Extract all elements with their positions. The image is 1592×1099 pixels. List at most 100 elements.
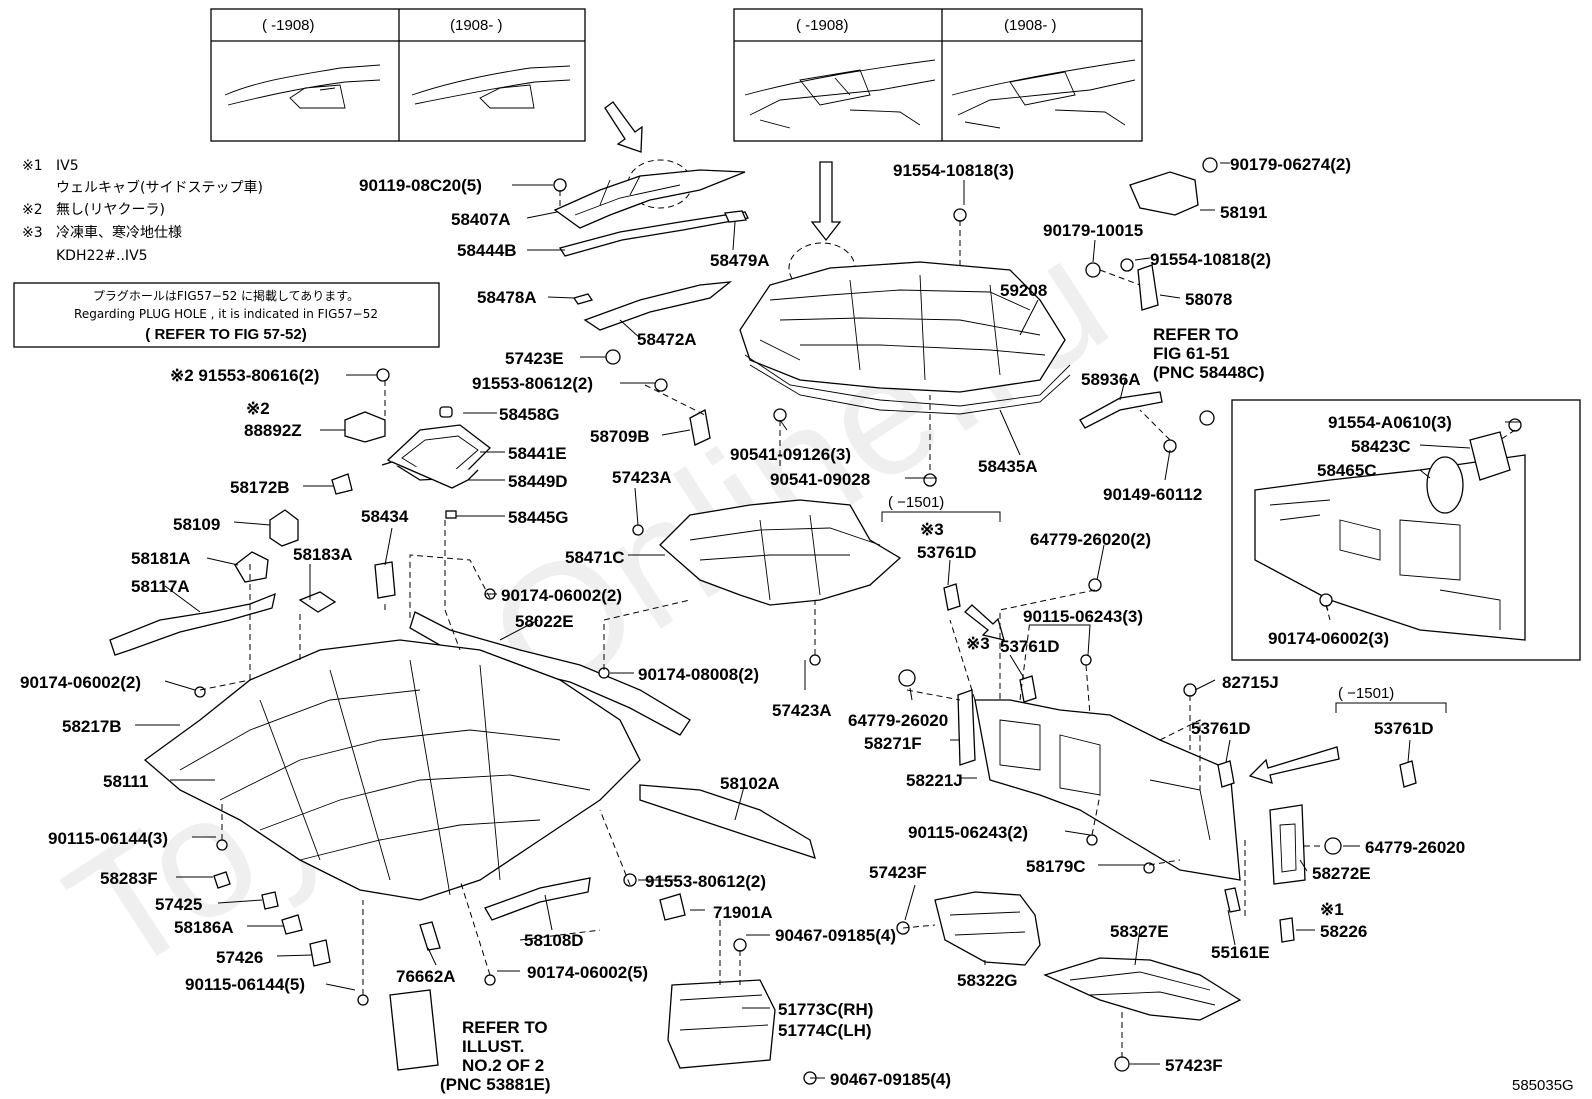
callout-58327E: 58327E bbox=[1110, 922, 1169, 941]
callout-58445G: 58445G bbox=[508, 508, 569, 527]
callout-58472A: 58472A bbox=[637, 330, 697, 349]
callout-57426: 57426 bbox=[216, 948, 263, 967]
part-58445G bbox=[445, 510, 457, 519]
part-59208 bbox=[739, 261, 1066, 393]
callout-90115-06243-b: 90115-06243(2) bbox=[908, 823, 1028, 842]
part-57425 bbox=[261, 891, 279, 910]
callout-82715J: 82715J bbox=[1222, 673, 1279, 692]
refer-illust-line1: REFER TO bbox=[462, 1018, 548, 1037]
inset-floor-pan: ( -1908) (1908- ) bbox=[733, 8, 1143, 142]
part-58449D bbox=[381, 461, 479, 489]
part-58441E bbox=[386, 424, 491, 481]
part-58322G bbox=[934, 891, 1041, 966]
part-57423E bbox=[605, 349, 621, 365]
callout-58465C: 58465C bbox=[1317, 461, 1377, 480]
callout-76662A: 76662A bbox=[396, 967, 456, 986]
refer-illust-line2: ILLUST. bbox=[462, 1037, 524, 1056]
callout-58111: 58111 bbox=[103, 772, 148, 791]
inset2-right-range: (1908- ) bbox=[1004, 17, 1057, 34]
callout-51773C: 51773C(RH) bbox=[778, 1000, 873, 1019]
callout-51774C: 51774C(LH) bbox=[778, 1021, 872, 1040]
callout-58191: 58191 bbox=[1220, 203, 1267, 222]
plug-note-jp: プラグホールはFIG57−52 に掲載してあります。 bbox=[93, 288, 359, 303]
callout-90115-06144-b: 90115-06144(5) bbox=[185, 975, 305, 994]
part-53761D-b bbox=[1019, 675, 1037, 703]
callout-58179C: 58179C bbox=[1026, 857, 1086, 876]
callout-55161E: 55161E bbox=[1211, 943, 1270, 962]
callout-90541-09126: 90541-09126(3) bbox=[730, 445, 851, 464]
part-58272E bbox=[1269, 804, 1306, 885]
refer-fig61-line1: REFER TO bbox=[1153, 325, 1239, 344]
inset-rear-panel bbox=[1231, 399, 1581, 661]
part-58458G bbox=[439, 406, 453, 418]
part-53761D-a bbox=[943, 583, 961, 611]
refer-fig61-line2: FIG 61-51 bbox=[1153, 344, 1230, 363]
refer-fig61-line3: (PNC 58448C) bbox=[1153, 363, 1265, 382]
part-rear-panel bbox=[1254, 454, 1526, 641]
refer-illust2: REFER TO ILLUST. NO.2 OF 2 (PNC 53881E) bbox=[440, 1018, 551, 1094]
callout-57423E: 57423E bbox=[505, 349, 564, 368]
callout-58458G: 58458G bbox=[499, 405, 560, 424]
inset1-right-range: (1908- ) bbox=[450, 17, 503, 34]
callout-58117A: 58117A bbox=[131, 577, 190, 596]
note3-sub: KDH22#..IV5 bbox=[56, 248, 148, 264]
callout-71901A: 71901A bbox=[713, 903, 773, 922]
note3-text: 冷凍車、寒冷地仕様 bbox=[56, 224, 182, 241]
part-ref-plate bbox=[389, 989, 439, 1071]
callout-90149-60112: 90149-60112 bbox=[1103, 485, 1202, 504]
plug-hole-note: プラグホールはFIG57−52 に掲載してあります。 Regarding PLU… bbox=[13, 282, 440, 348]
part-58111 bbox=[143, 639, 641, 901]
callout-91554-10818-b: 91554-10818(2) bbox=[1150, 250, 1271, 269]
callout-58109: 58109 bbox=[173, 515, 220, 534]
callout-58441E: 58441E bbox=[508, 444, 567, 463]
callout-64779-26020-a: 64779-26020 bbox=[848, 711, 948, 730]
refer-fig61: REFER TO FIG 61-51 (PNC 58448C) bbox=[1153, 325, 1265, 382]
callout-91553-80612-a: 91553-80612(2) bbox=[472, 374, 593, 393]
date-range-2: ( −1501) bbox=[1338, 685, 1394, 702]
callout-91553-80616: ※2 91553-80616(2) bbox=[170, 366, 319, 385]
part-58444B bbox=[558, 211, 749, 257]
callout-58226-mark: ※1 bbox=[1320, 900, 1344, 919]
inset1-left-range: ( -1908) bbox=[262, 17, 315, 34]
note2-mark: ※2 bbox=[22, 202, 43, 218]
callout-57423F-1: 57423F bbox=[869, 863, 927, 882]
callout-90115-06243-a: 90115-06243(3) bbox=[1023, 607, 1143, 626]
leader-lines bbox=[135, 162, 1520, 1079]
callout-53761D-2: 53761D bbox=[1000, 637, 1060, 656]
assembly-lines bbox=[199, 190, 1516, 1058]
part-58186A bbox=[281, 914, 303, 935]
part-58407A bbox=[553, 169, 746, 229]
callout-58186A: 58186A bbox=[174, 918, 234, 937]
refer-illust-line4: (PNC 53881E) bbox=[440, 1075, 551, 1094]
callout-90541-09028: 90541-09028 bbox=[770, 470, 870, 489]
note1-mark: ※1 bbox=[22, 158, 43, 174]
note1-text: IV5 bbox=[56, 158, 79, 174]
plug-note-ref: ( REFER TO FIG 57-52) bbox=[145, 326, 306, 343]
part-58434 bbox=[374, 561, 396, 599]
part-53761D-c bbox=[1217, 760, 1235, 788]
callout-53761D-3: 53761D bbox=[1191, 719, 1251, 738]
part-58109 bbox=[269, 509, 299, 547]
callout-58283F: 58283F bbox=[100, 869, 158, 888]
callout-53761D-1: 53761D bbox=[917, 543, 977, 562]
fasteners bbox=[194, 157, 1522, 1085]
inset2-left-range: ( -1908) bbox=[796, 17, 849, 34]
note1-sub: ウェルキャブ(サイドステップ車) bbox=[56, 179, 263, 196]
callout-90174-06002-a: 90174-06002(2) bbox=[501, 586, 622, 605]
part-58327E bbox=[1043, 957, 1242, 1021]
callout-57423A-2: 57423A bbox=[772, 701, 832, 720]
date-range-1: ( −1501) bbox=[888, 494, 944, 511]
callout-58271F: 58271F bbox=[864, 734, 922, 753]
callout-90115-06144-a: 90115-06144(3) bbox=[48, 829, 168, 848]
callout-90179-10015: 90179-10015 bbox=[1043, 221, 1143, 240]
callout-58221J: 58221J bbox=[906, 771, 963, 790]
note3-mark: ※3 bbox=[22, 225, 43, 241]
notes: ※1 IV5 ウェルキャブ(サイドステップ車) ※2 無し(リヤクーラ) ※3 … bbox=[22, 158, 263, 264]
callout-57423A-1: 57423A bbox=[612, 468, 672, 487]
callout-58479A: 58479A bbox=[710, 251, 770, 270]
callout-58172B: 58172B bbox=[230, 478, 290, 497]
part-71901A bbox=[659, 893, 686, 921]
part-58423C bbox=[1469, 431, 1511, 481]
